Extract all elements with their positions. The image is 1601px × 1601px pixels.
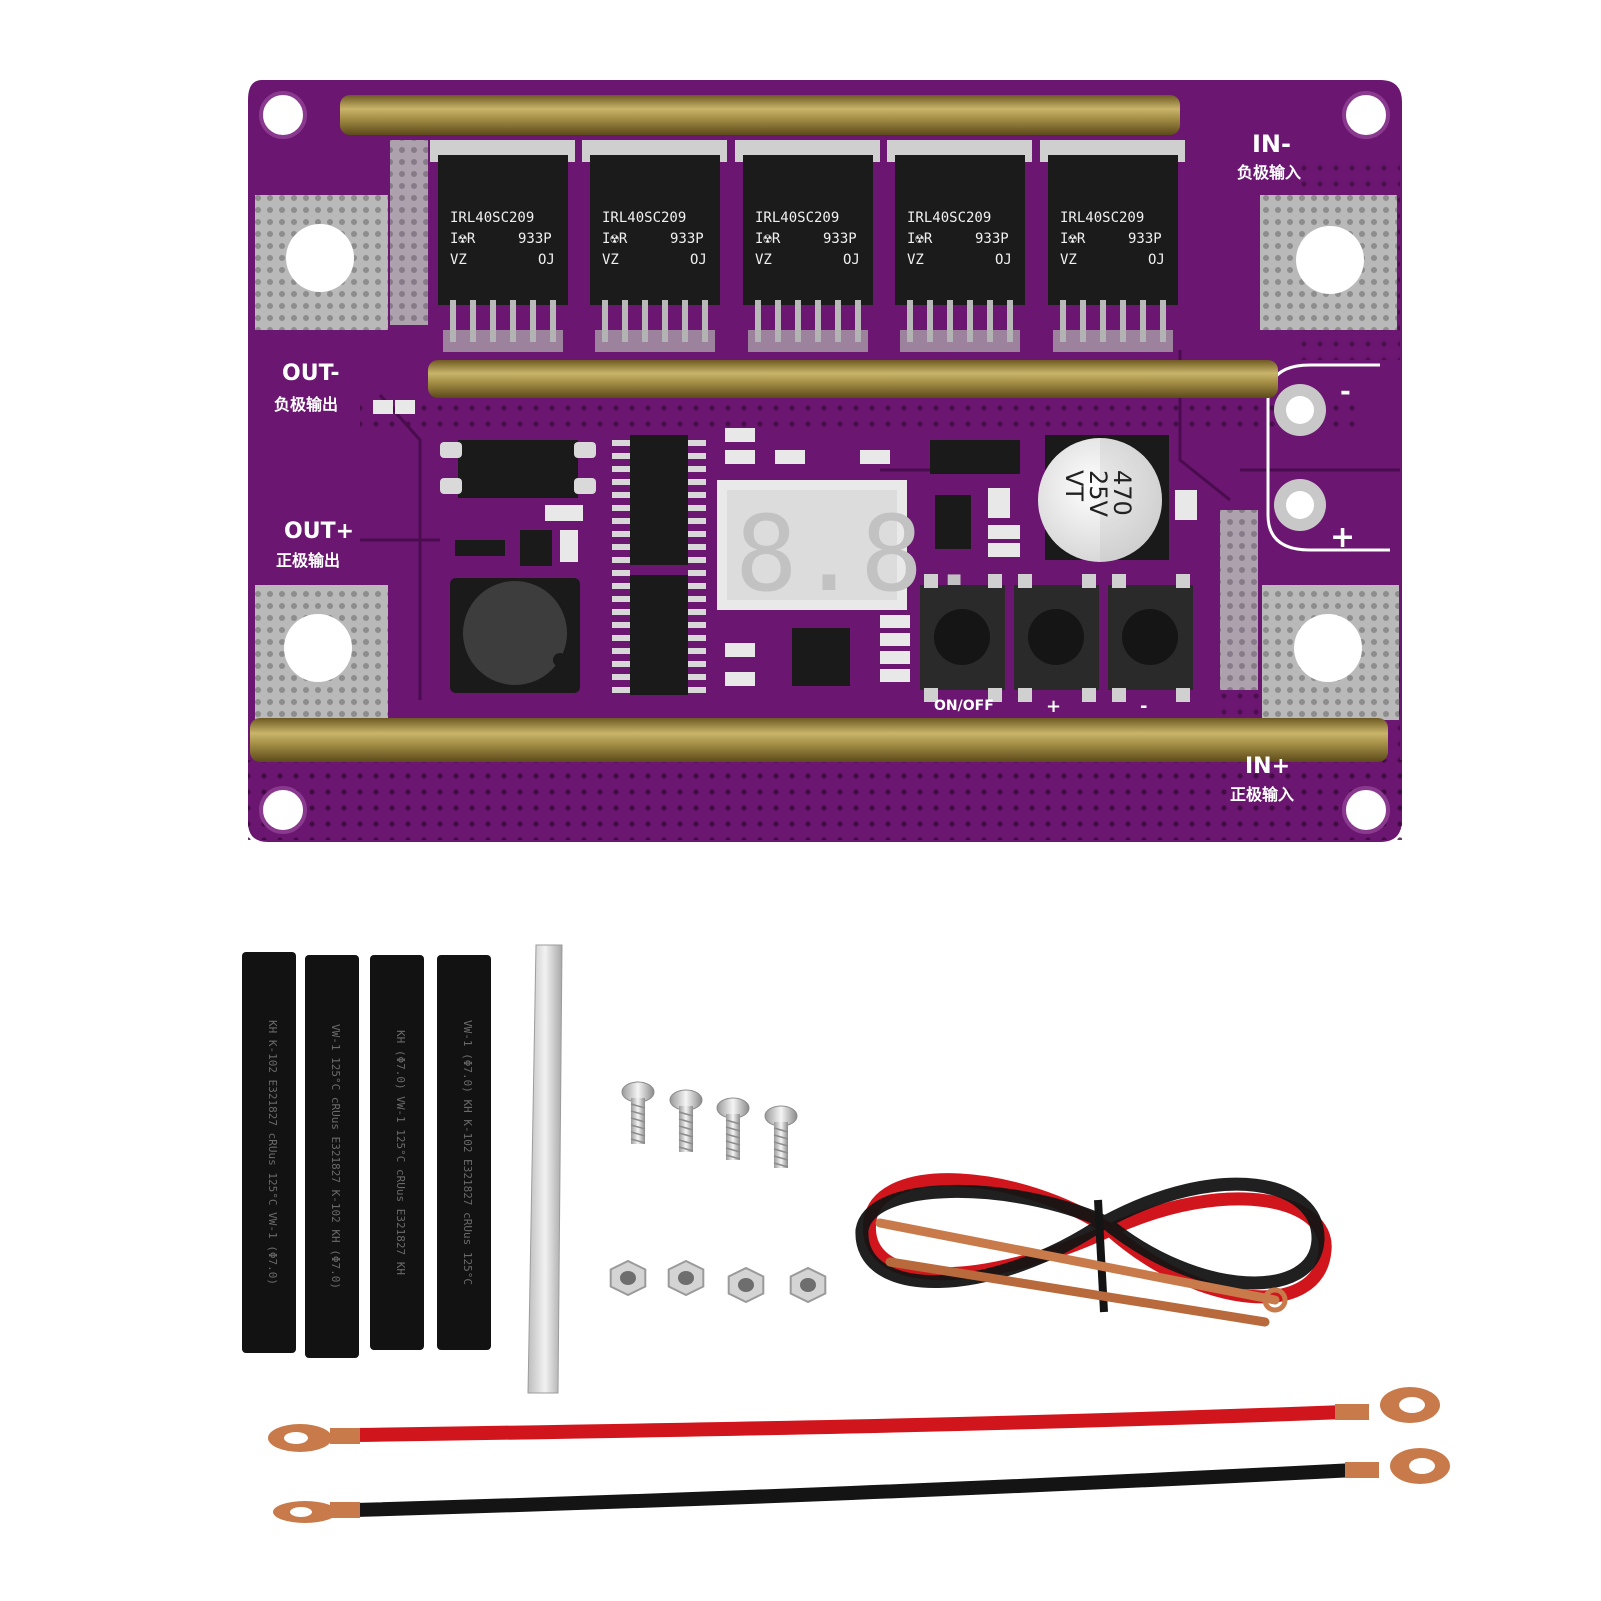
tube-printing: KH K-102 E321827 cRUus 125°C VW-1 (Φ7.0) <box>266 1020 279 1285</box>
tube-printing: VW-1 125°C cRUus E321827 K-102 KH (Φ7.0) <box>329 1024 342 1289</box>
heat-shrink-tube: VW-1 125°C cRUus E321827 K-102 KH (Φ7.0) <box>305 955 359 1358</box>
battery-terminals: - + <box>1266 363 1390 555</box>
mosfet-lot: 933P <box>823 231 857 247</box>
hex-nut <box>609 1259 647 1297</box>
label-out-plus: OUT+ <box>284 519 354 544</box>
cap-series: VT <box>1060 470 1088 501</box>
mosfet-code-a: VZ <box>1060 252 1077 268</box>
heat-shrink-tube: VW-1 (Φ7.0) KH K-102 E321827 cRUus 125°C <box>437 955 491 1350</box>
hex-nut <box>667 1259 705 1297</box>
terminal-in-plus <box>1262 585 1399 720</box>
hex-nuts <box>609 1259 827 1304</box>
battery-plus-label: + <box>1330 520 1355 555</box>
label-in-minus: IN- <box>1252 130 1291 158</box>
mosfet-code-b: OJ <box>690 252 707 268</box>
label-out-plus-cn: 正极输出 <box>276 551 340 570</box>
power-cables <box>268 1387 1450 1523</box>
mosfet-lot: 933P <box>670 231 704 247</box>
mount-hole <box>1342 91 1390 139</box>
mosfet-brand: I☢R <box>450 231 476 247</box>
mosfet-code-a: VZ <box>755 252 772 268</box>
label-btn-plus: + <box>1046 696 1061 717</box>
mosfet-lot: 933P <box>518 231 552 247</box>
mosfet-code-b: OJ <box>995 252 1012 268</box>
mount-hole <box>259 91 307 139</box>
label-in-plus: IN+ <box>1245 754 1290 779</box>
mosfet-part-number: IRL40SC209 <box>450 210 534 226</box>
button-plus[interactable] <box>1014 574 1099 702</box>
mosfet-lot: 933P <box>975 231 1009 247</box>
mosfet-part-number: IRL40SC209 <box>602 210 686 226</box>
cap-voltage: 25V <box>1084 470 1112 518</box>
mosfet-code-b: OJ <box>538 252 555 268</box>
mosfet-code-a: VZ <box>907 252 924 268</box>
heat-shrink-tube: KH (Φ7.0) VW-1 125°C cRUus E321827 KH <box>370 955 424 1350</box>
screw <box>669 1089 703 1152</box>
screws <box>621 1081 798 1168</box>
buzzer <box>450 578 580 693</box>
mosfet-part-number: IRL40SC209 <box>1060 210 1144 226</box>
label-out-minus-cn: 负极输出 <box>274 395 338 414</box>
mosfet-brand: I☢R <box>1060 231 1086 247</box>
screw <box>621 1081 655 1144</box>
screw <box>716 1097 750 1160</box>
mosfet-code-b: OJ <box>843 252 860 268</box>
label-btn-onoff: ON/OFF <box>934 698 994 714</box>
cap-value: 470 <box>1108 470 1136 516</box>
tube-printing: VW-1 (Φ7.0) KH K-102 E321827 cRUus 125°C <box>461 1020 474 1285</box>
mosfet-part-number: IRL40SC209 <box>755 210 839 226</box>
welding-pen-cables <box>855 1173 1332 1327</box>
label-in-minus-cn: 负极输入 <box>1237 163 1301 182</box>
hex-nut <box>727 1266 765 1304</box>
mosfet-brand: I☢R <box>602 231 628 247</box>
bus-bar-middle <box>428 360 1278 398</box>
terminal-out-plus <box>255 585 388 720</box>
mosfet-brand: I☢R <box>907 231 933 247</box>
mount-hole <box>259 786 307 834</box>
heat-shrink-tubes: KH K-102 E321827 cRUus 125°C VW-1 (Φ7.0)… <box>242 952 491 1358</box>
tube-printing: KH (Φ7.0) VW-1 125°C cRUus E321827 KH <box>394 1030 407 1275</box>
ic-chips <box>612 435 706 695</box>
terminal-out-minus <box>255 195 388 330</box>
hex-nut <box>789 1266 827 1304</box>
smd-components <box>373 400 1197 686</box>
mosfet-lot: 933P <box>1128 231 1162 247</box>
button-onoff[interactable] <box>920 574 1005 702</box>
battery-minus-label: - <box>1340 377 1351 407</box>
mosfet-code-a: VZ <box>450 252 467 268</box>
bus-bar-top <box>340 95 1180 135</box>
screw <box>764 1105 798 1168</box>
terminal-in-minus <box>1260 195 1397 330</box>
button-minus[interactable] <box>1108 574 1193 702</box>
label-btn-minus: - <box>1140 696 1147 717</box>
mosfet-brand: I☢R <box>755 231 781 247</box>
label-out-minus: OUT- <box>282 361 339 386</box>
heat-shrink-tube: KH K-102 E321827 cRUus 125°C VW-1 (Φ7.0) <box>242 952 296 1353</box>
mosfet-part-number: IRL40SC209 <box>907 210 991 226</box>
nickel-strip <box>527 944 563 1394</box>
mosfet-code-a: VZ <box>602 252 619 268</box>
bus-bar-bottom <box>250 718 1388 762</box>
label-in-plus-cn: 正极输入 <box>1230 785 1294 804</box>
mount-hole <box>1342 786 1390 834</box>
electrolytic-capacitor: 470 25V VT <box>1038 435 1169 562</box>
mosfet-code-b: OJ <box>1148 252 1165 268</box>
